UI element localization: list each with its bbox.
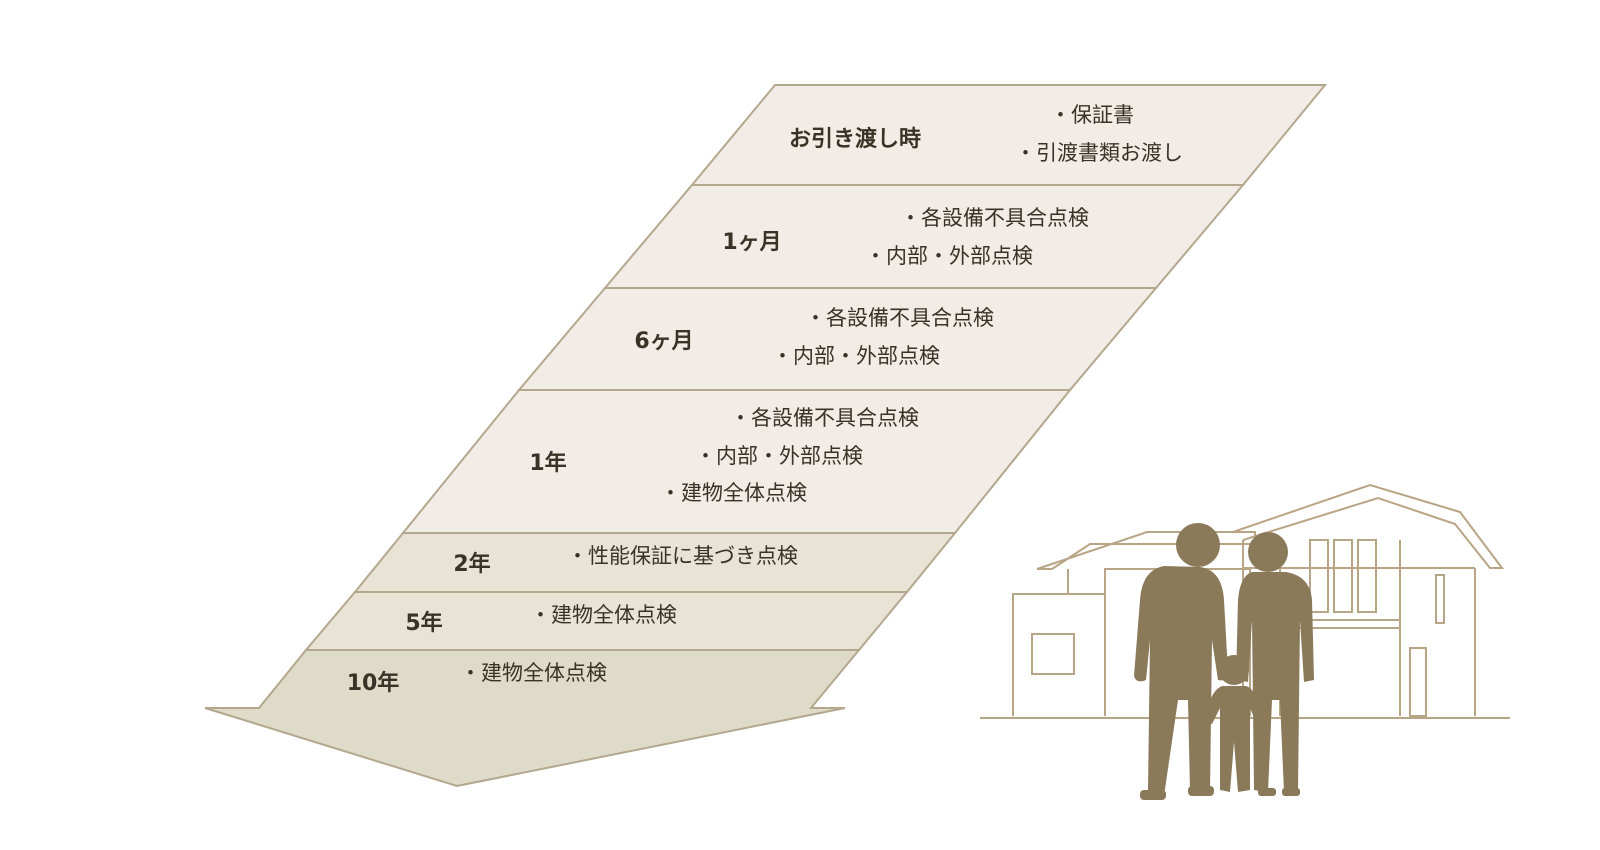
child-silhouette [1204, 655, 1262, 792]
period-label: 6ヶ月 [634, 329, 693, 354]
period-label: 10年 [347, 670, 400, 696]
schedule-item: ・内部・外部点検 [695, 444, 863, 468]
schedule-item: ・保証書 [1050, 103, 1134, 127]
period-label: 5年 [405, 610, 442, 636]
mother-silhouette [1236, 532, 1314, 796]
schedule-item: ・内部・外部点検 [772, 344, 940, 368]
period-label: 2年 [453, 551, 490, 577]
schedule-item: ・各設備不具合点検 [900, 206, 1089, 230]
band-handover [689, 84, 1328, 186]
period-label: 1ヶ月 [722, 230, 781, 255]
band-6-months [516, 287, 1159, 391]
band-10-years-arrowhead [204, 649, 862, 788]
schedule-item: ・建物全体点検 [460, 661, 607, 685]
schedule-item: ・各設備不具合点検 [805, 306, 994, 330]
family-silhouette-icon [1134, 523, 1314, 800]
father-silhouette [1134, 523, 1228, 800]
schedule-item: ・引渡書類お渡し [1015, 141, 1183, 165]
band-1-month [602, 184, 1246, 289]
schedule-item: ・建物全体点検 [660, 481, 807, 505]
schedule-item: ・性能保証に基づき点検 [567, 544, 798, 568]
period-label: お引き渡し時 [789, 126, 921, 152]
period-label: 1年 [529, 450, 566, 476]
schedule-item: ・各設備不具合点検 [730, 406, 919, 430]
schedule-item: ・建物全体点検 [530, 603, 677, 627]
schedule-arrow [204, 84, 1328, 788]
schedule-item: ・内部・外部点検 [865, 244, 1033, 268]
